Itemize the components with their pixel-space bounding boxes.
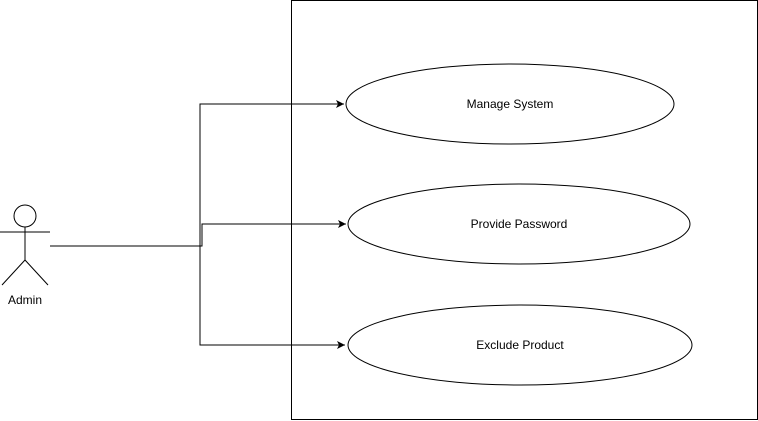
connector-exclude-product[interactable] — [50, 245, 345, 349]
use-case-exclude-product[interactable]: Exclude Product — [347, 304, 693, 386]
connectors — [50, 100, 346, 349]
use-case-label: Manage System — [467, 97, 554, 111]
use-case-label: Provide Password — [471, 217, 568, 231]
actor-label: Admin — [8, 293, 42, 307]
use-case-provide-password[interactable]: Provide Password — [347, 183, 691, 265]
stick-figure-icon — [0, 204, 50, 286]
use-case-manage-system[interactable]: Manage System — [345, 63, 675, 145]
use-case-label: Exclude Product — [476, 338, 564, 352]
connector-manage-system[interactable] — [50, 100, 344, 247]
actor-admin[interactable]: Admin — [0, 204, 50, 307]
connector-provide-password[interactable] — [50, 220, 346, 247]
